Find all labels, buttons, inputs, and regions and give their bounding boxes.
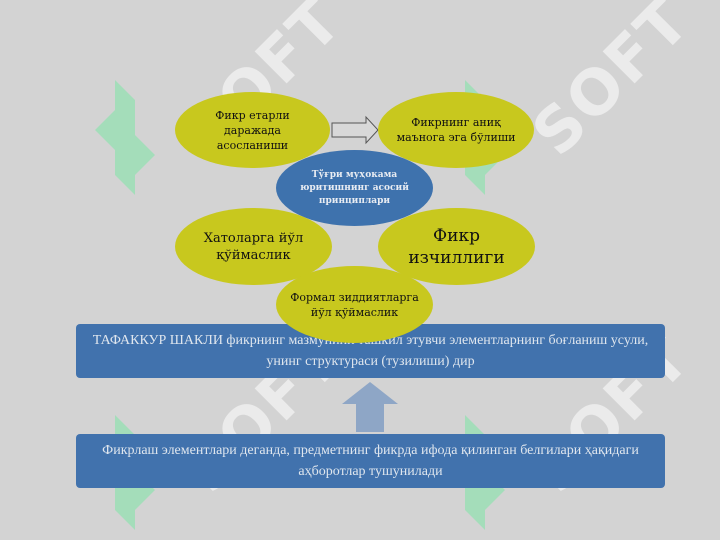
ellipse-mid-left-label: Хатоларга йўл қўймаслик bbox=[203, 230, 304, 263]
center-ellipse: Тўғри муҳокама юритишнинг асосий принцип… bbox=[276, 150, 433, 226]
soft-logo-icon bbox=[95, 80, 155, 195]
center-ellipse-label: Тўғри муҳокама юритишнинг асосий принцип… bbox=[300, 169, 409, 206]
ellipse-top-right: Фикрнинг аниқ маънога эга бўлиши bbox=[378, 92, 534, 168]
ellipse-mid-right-label: Фикр изчиллиги bbox=[408, 225, 505, 268]
elements-box: Фикрлаш элементлари деганда, предметнинг… bbox=[76, 434, 665, 488]
ellipse-top-left-label: Фикр етарли даражада асосланиши bbox=[215, 108, 290, 152]
up-arrow-icon bbox=[342, 382, 398, 432]
ellipse-top-left: Фикр етарли даражада асосланиши bbox=[175, 92, 330, 168]
ellipse-top-right-label: Фикрнинг аниқ маънога эга бўлиши bbox=[396, 116, 516, 144]
ellipse-bottom: Формал зиддиятларга йўл қўймаслик bbox=[276, 266, 433, 343]
watermark-text: SOFT bbox=[518, 0, 704, 170]
arrow-icon bbox=[331, 115, 379, 145]
ellipse-mid-right: Фикр изчиллиги bbox=[378, 208, 535, 285]
elements-text: Фикрлаш элементлари деганда, предметнинг… bbox=[102, 443, 639, 479]
ellipse-mid-left: Хатоларга йўл қўймаслик bbox=[175, 208, 332, 285]
ellipse-bottom-label: Формал зиддиятларга йўл қўймаслик bbox=[290, 290, 419, 319]
